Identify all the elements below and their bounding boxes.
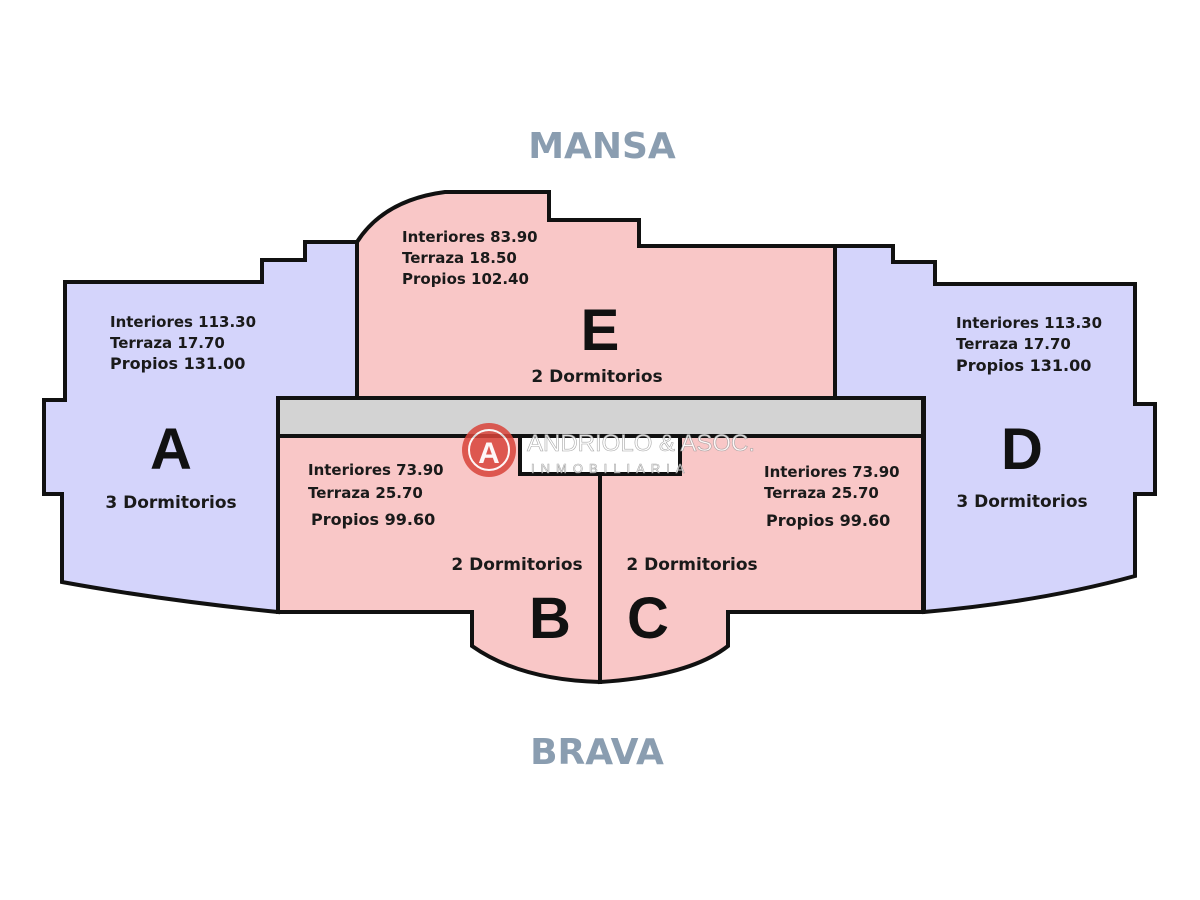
unit-c-shape xyxy=(598,434,925,685)
unit-d-shape xyxy=(833,244,1157,615)
watermark-logo-letter: A xyxy=(478,437,500,470)
unit-e-interiores: Interiores 83.90 xyxy=(402,228,538,246)
watermark-name: ANDRIOLO & ASOC. xyxy=(527,430,755,457)
unit-c-letter: C xyxy=(627,586,669,651)
unit-a-letter: A xyxy=(150,417,192,482)
unit-d-dormitorios: 3 Dormitorios xyxy=(956,492,1087,512)
unit-b-terraza: Terraza 25.70 xyxy=(308,484,423,502)
unit-e-propios: Propios 102.40 xyxy=(402,270,529,288)
unit-c-terraza: Terraza 25.70 xyxy=(764,484,879,502)
unit-e-letter: E xyxy=(581,298,620,363)
unit-a-propios: Propios 131.00 xyxy=(110,354,245,373)
unit-b-letter: B xyxy=(529,586,571,651)
unit-c-propios: Propios 99.60 xyxy=(766,511,890,530)
unit-d-letter: D xyxy=(1001,417,1043,482)
unit-b-propios: Propios 99.60 xyxy=(311,510,435,529)
orientation-top-label: MANSA xyxy=(528,126,676,167)
unit-c-dormitorios: 2 Dormitorios xyxy=(626,555,757,575)
watermark: A ANDRIOLO & ASOC. INMOBILIARIA xyxy=(462,423,755,477)
unit-d-propios: Propios 131.00 xyxy=(956,356,1091,375)
unit-d-terraza: Terraza 17.70 xyxy=(956,335,1071,353)
unit-b-dormitorios: 2 Dormitorios xyxy=(451,555,582,575)
orientation-bottom-label: BRAVA xyxy=(530,732,664,773)
unit-e-dormitorios: 2 Dormitorios xyxy=(531,367,662,387)
unit-a-terraza: Terraza 17.70 xyxy=(110,334,225,352)
unit-a-interiores: Interiores 113.30 xyxy=(110,313,256,331)
corridor xyxy=(276,396,925,438)
unit-e-shape xyxy=(355,190,837,400)
unit-a-dormitorios: 3 Dormitorios xyxy=(105,493,236,513)
watermark-subtitle: INMOBILIARIA xyxy=(531,461,690,476)
unit-d-interiores: Interiores 113.30 xyxy=(956,314,1102,332)
unit-b-interiores: Interiores 73.90 xyxy=(308,461,444,479)
unit-c-interiores: Interiores 73.90 xyxy=(764,463,900,481)
unit-e-terraza: Terraza 18.50 xyxy=(402,249,517,267)
